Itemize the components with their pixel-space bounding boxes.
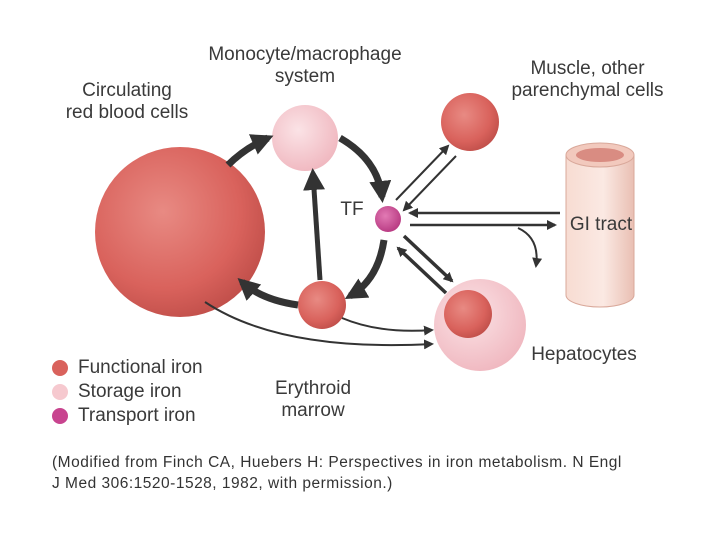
legend-item: Storage iron: [52, 380, 203, 404]
arrow-marrow-to-hepatocytes: [341, 317, 434, 336]
storage-iron-swatch: [52, 384, 68, 400]
legend-item: Transport iron: [52, 404, 203, 428]
functional-iron-swatch: [52, 360, 68, 376]
legend-label: Storage iron: [78, 381, 182, 402]
arrow-gi-loss: [517, 227, 543, 268]
label-hepatocytes: Hepatocytes: [531, 344, 637, 365]
arrow-hepatocytes-to-tf: [396, 246, 448, 295]
hepatocyte-inner: [444, 290, 492, 338]
citation-caption: (Modified from Finch CA, Huebers H: Pers…: [52, 454, 622, 492]
label-monocyte: Monocyte/macrophage system: [208, 44, 402, 87]
legend-item: Functional iron: [52, 356, 203, 380]
transport-iron-swatch: [52, 408, 68, 424]
macrophage-cell: [272, 105, 338, 171]
legend-label: Functional iron: [78, 357, 203, 378]
rbc-cell: [95, 147, 265, 317]
label-gi-tract: GI tract: [569, 214, 633, 235]
label-tf: TF: [340, 199, 364, 220]
arrow-muscle-to-tf: [402, 155, 457, 212]
erythroid-cell: [298, 281, 346, 329]
legend-label: Transport iron: [78, 405, 196, 426]
label-circulating-rbc: Circulating red blood cells: [65, 80, 189, 123]
arrow-macrophage-to-tf: [338, 134, 392, 203]
gi-tract-tube: [565, 142, 635, 308]
arrow-rbc-to-macrophage: [225, 134, 274, 168]
arrow-tf-to-muscle: [395, 144, 450, 201]
arrow-tf-to-hepatocytes: [402, 234, 454, 283]
muscle-cell: [441, 93, 499, 151]
arrow-rbc-to-hepatocytes: [204, 301, 434, 350]
arrow-marrow-to-macrophage: [303, 168, 326, 281]
arrow-marrow-to-rbc: [237, 277, 299, 309]
label-erythroid: Erythroid marrow: [274, 378, 352, 421]
label-muscle: Muscle, other parenchymal cells: [511, 58, 664, 101]
legend: Functional iron Storage iron Transport i…: [52, 356, 203, 428]
arrow-tf-to-marrow: [344, 239, 388, 300]
transferrin-dot: [375, 206, 401, 232]
